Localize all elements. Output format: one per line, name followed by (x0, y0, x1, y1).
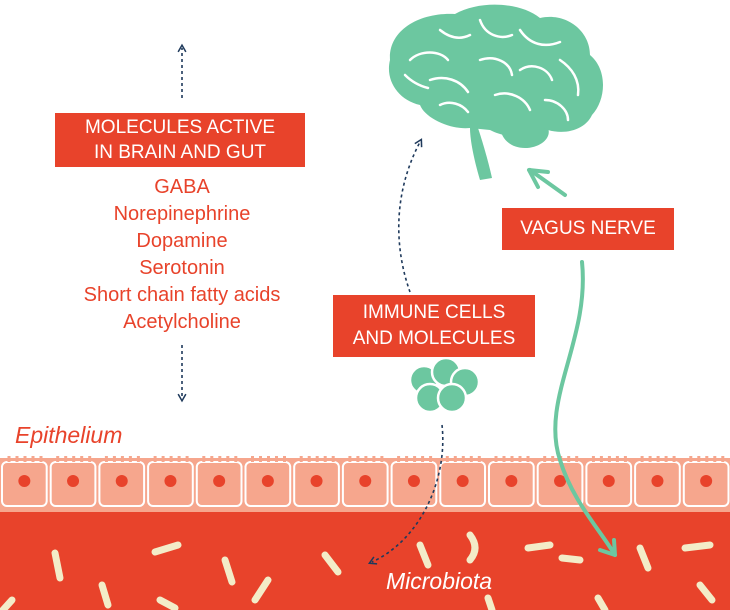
molecule-item: GABA (154, 176, 210, 198)
cell-nucleus (261, 475, 274, 487)
cell-nucleus (115, 475, 128, 487)
molecule-list: GABA Norepinephrine Dopamine Serotonin S… (40, 174, 324, 336)
immune-cells-cluster (408, 356, 481, 414)
cell-nucleus (651, 475, 664, 487)
cell-nucleus (67, 475, 80, 487)
vagus-nerve-label: VAGUS NERVE (502, 208, 674, 250)
cell-nucleus (554, 475, 567, 487)
brain-illustration (388, 4, 603, 180)
epithelium-label: Epithelium (15, 422, 123, 448)
immune-box-line2: AND MOLECULES (352, 328, 516, 349)
cell-nucleus (602, 475, 615, 487)
molecule-item: Norepinephrine (113, 203, 251, 225)
molecule-item: Dopamine (136, 230, 228, 252)
cell-nucleus (505, 475, 518, 487)
molecule-item: Acetylcholine (123, 311, 241, 333)
microbiota-label: Microbiota (386, 568, 493, 594)
molecule-item: Serotonin (139, 257, 225, 279)
molecules-label-box: MOLECULES ACTIVE IN BRAIN AND GUT (55, 113, 305, 167)
epithelium-layer (0, 456, 730, 512)
cell-nucleus (407, 475, 420, 487)
molecules-box-line2: IN BRAIN AND GUT (93, 142, 267, 163)
vagus-nerve-path (527, 168, 617, 557)
cell-nucleus (700, 475, 713, 487)
cell-nucleus (310, 475, 323, 487)
cell-nucleus (164, 475, 177, 487)
cell-nucleus (18, 475, 31, 487)
immune-box-line1: IMMUNE CELLS (362, 302, 506, 323)
immune-arrows (367, 138, 444, 565)
molecule-item: Short chain fatty acids (83, 284, 281, 306)
cell-nucleus (359, 475, 372, 487)
immune-label-box: IMMUNE CELLS AND MOLECULES (333, 295, 535, 357)
cell-nucleus (456, 475, 469, 487)
cell-nucleus (213, 475, 226, 487)
bacteria-group (0, 531, 716, 610)
molecules-box-line1: MOLECULES ACTIVE (84, 117, 276, 138)
gut-lumen (0, 500, 730, 610)
